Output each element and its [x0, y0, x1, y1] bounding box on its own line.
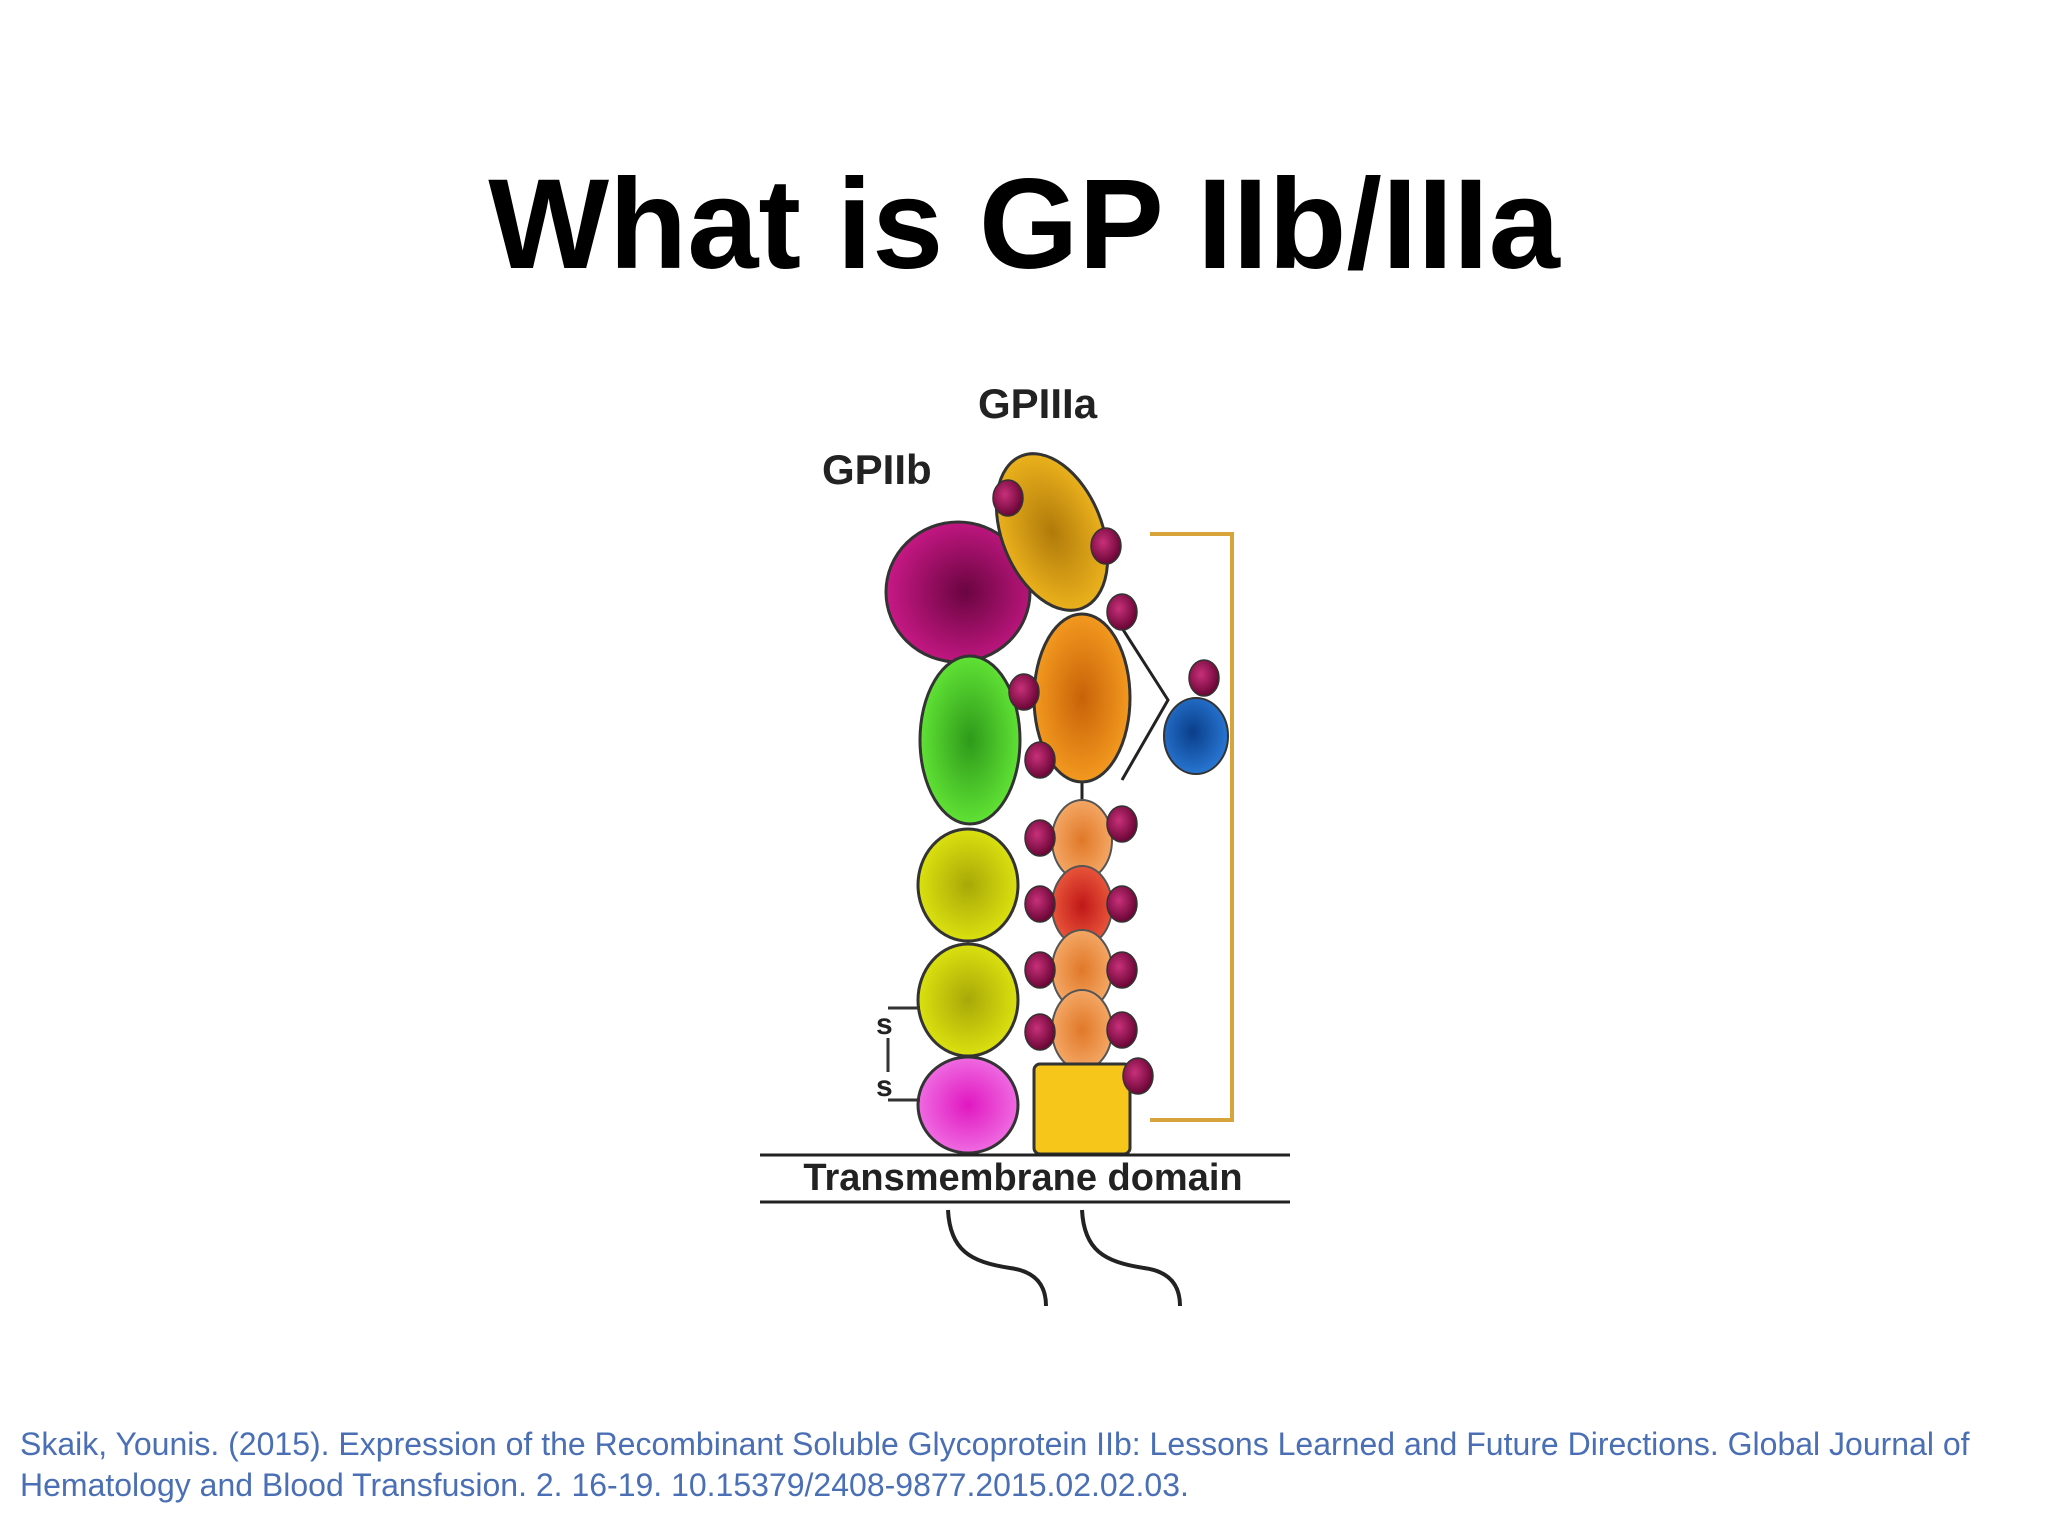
- glyco-dot: [992, 479, 1024, 517]
- glyco-dot: [1008, 673, 1040, 711]
- disulfide-s-top: s: [876, 1008, 893, 1041]
- gpiib-calf2-domain: [916, 942, 1020, 1058]
- glyco-dot: [1024, 1013, 1056, 1051]
- glyco-dot: [1024, 885, 1056, 923]
- gpiiia-beta-tail-domain: [1032, 1062, 1132, 1156]
- label-gpiib: GPIIb: [822, 446, 932, 493]
- gpiib-light-chain: [916, 1055, 1020, 1155]
- glyco-dot: [1106, 805, 1138, 843]
- gpiib-cytoplasmic-tail: [946, 1209, 1048, 1307]
- gpiib-calf1-domain: [916, 827, 1020, 943]
- label-transmembrane-domain: Transmembrane domain: [803, 1157, 1242, 1199]
- label-gpiiia: GPIIIa: [978, 380, 1098, 427]
- gpiiia-egf-domain-4: [1051, 989, 1113, 1071]
- glyco-dot: [1106, 885, 1138, 923]
- hybrid-connector: [1120, 627, 1170, 781]
- extracellular-bracket: [1150, 532, 1234, 1122]
- gpiib-thigh-domain: [918, 654, 1022, 826]
- gpiiia-psi-domain: [1163, 697, 1229, 775]
- glycosylation-sites: [992, 479, 1220, 1095]
- glyco-dot: [1024, 819, 1056, 857]
- glyco-dot: [1106, 951, 1138, 989]
- disulfide-s-bottom: s: [876, 1070, 893, 1103]
- gpiiia-beta-a-domain: [994, 452, 1110, 612]
- gpiiia-cytoplasmic-tail: [1080, 1209, 1182, 1307]
- glyco-dot: [1024, 951, 1056, 989]
- citation: Skaik, Younis. (2015). Expression of the…: [20, 1426, 1970, 1503]
- glyco-dot: [1090, 527, 1122, 565]
- disulfide-bond: [886, 1006, 920, 1102]
- glyco-dot: [1188, 659, 1220, 697]
- glyco-dot: [1122, 1057, 1154, 1095]
- glyco-dot: [1024, 741, 1056, 779]
- glyco-dot: [1106, 1011, 1138, 1049]
- slide-title: What is GP IIb/IIIa: [488, 153, 1560, 296]
- glyco-dot: [1106, 593, 1138, 631]
